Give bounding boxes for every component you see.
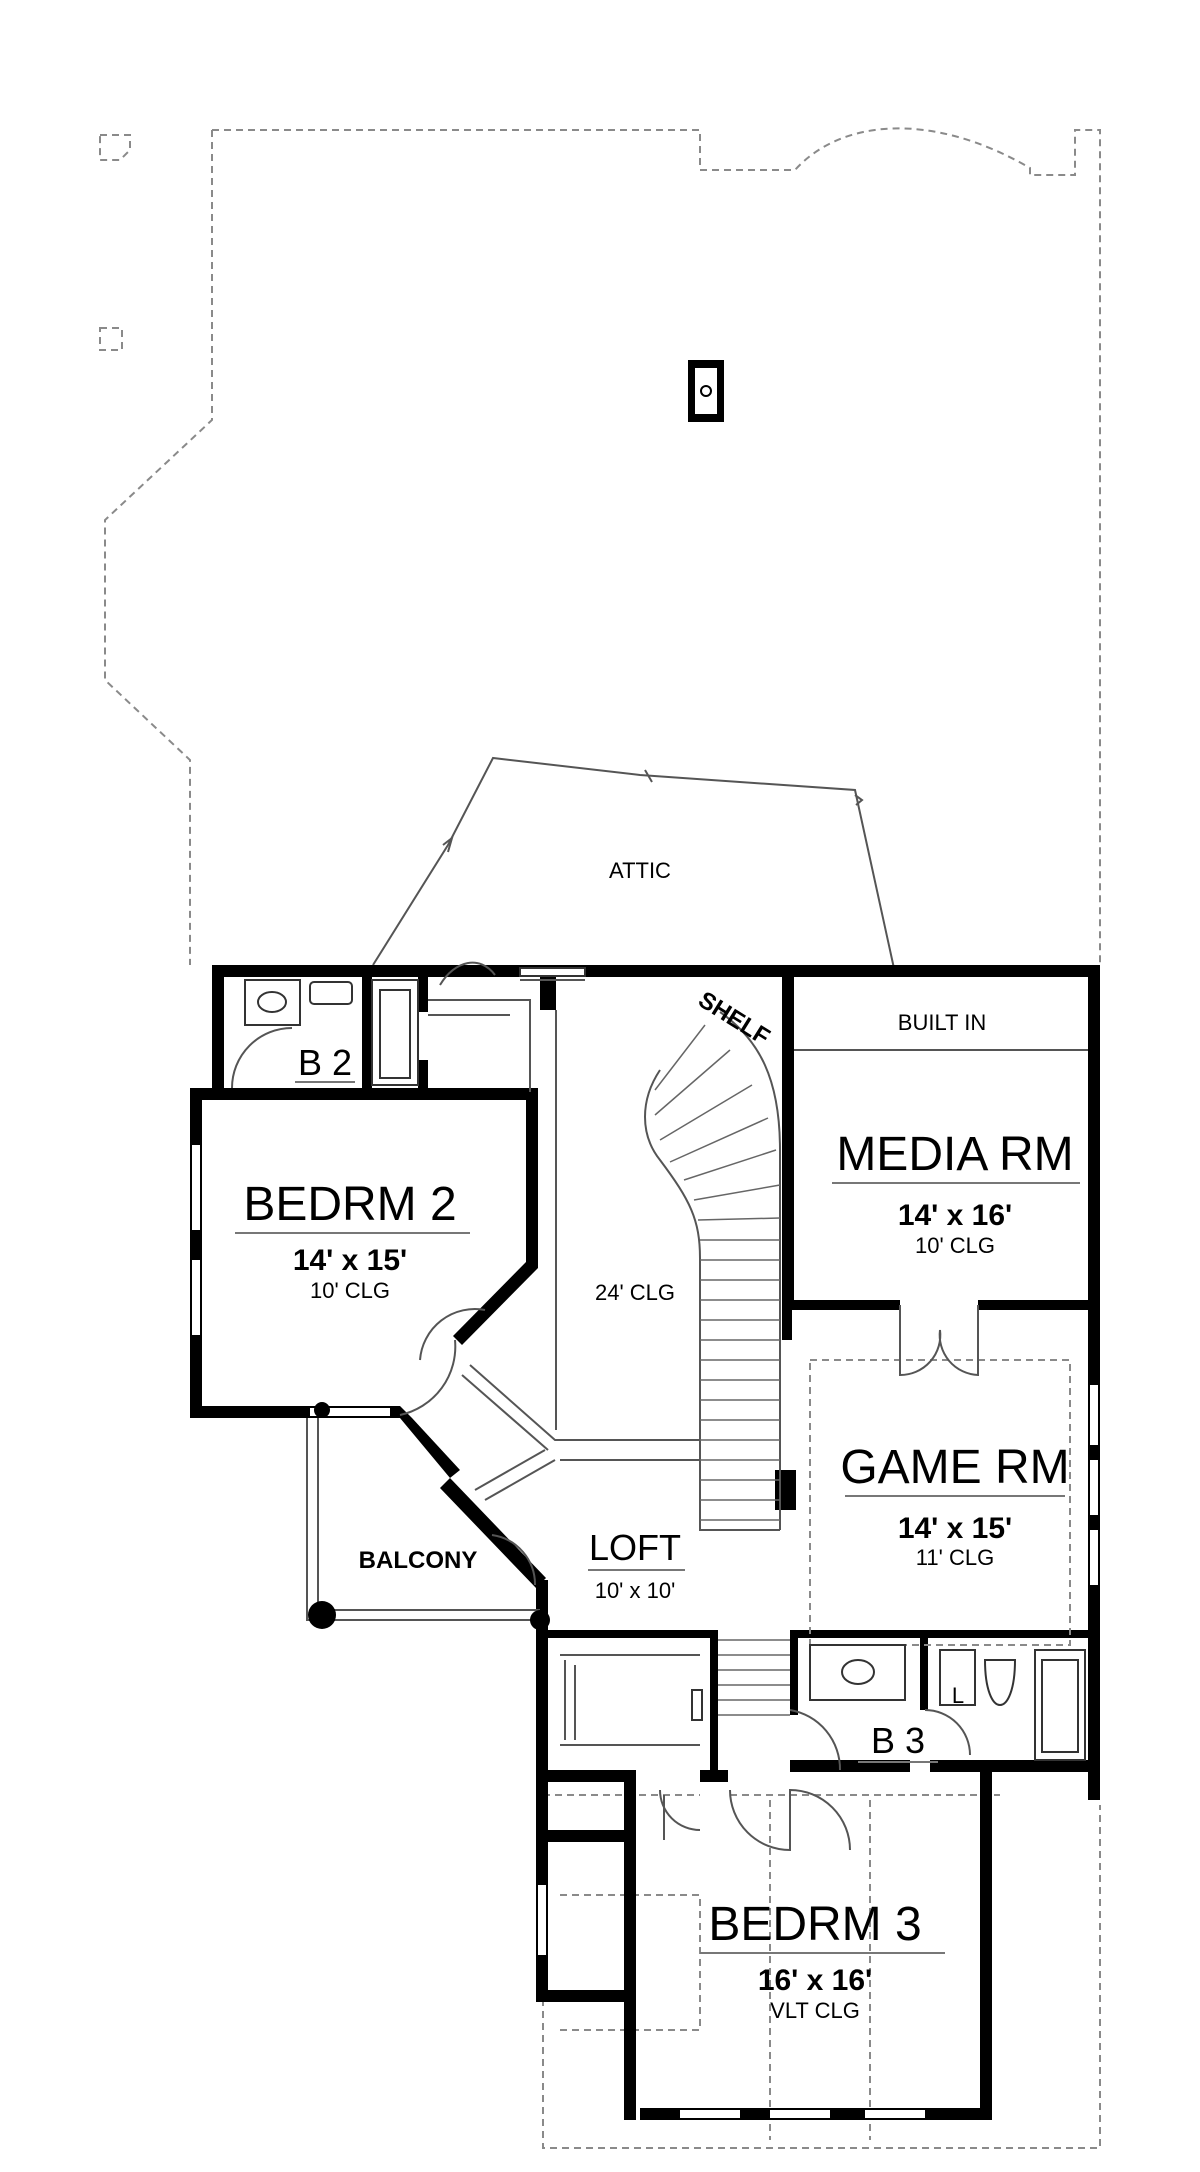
b2-label: B 2: [298, 1042, 352, 1083]
bedrm2-size: 14' x 15': [293, 1244, 407, 1277]
built-in-label: BUILT IN: [898, 1010, 986, 1035]
media-rm-size: 14' x 16': [898, 1199, 1012, 1232]
bedrm3-size: 16' x 16': [758, 1964, 872, 1997]
fixtures: [231, 961, 1088, 1852]
bedrm2-label: BEDRM 2: [243, 1178, 456, 1231]
bedrm2-ceiling: 10' CLG: [310, 1278, 390, 1303]
bedrm3-ceiling: VLT CLG: [770, 1998, 860, 2023]
attic-outline: [372, 756, 896, 974]
media-rm-label: MEDIA RM: [836, 1128, 1073, 1181]
roof-outline: [99, 127, 1101, 2149]
balcony-label: BALCONY: [359, 1547, 478, 1574]
b3-label: B 3: [871, 1720, 925, 1761]
stair-ceiling: 24' CLG: [595, 1280, 675, 1305]
attic-label: ATTIC: [609, 858, 671, 883]
loft-size: 10' x 10': [595, 1578, 676, 1603]
balcony-railing: [306, 1402, 550, 1630]
game-rm-label: GAME RM: [840, 1441, 1069, 1494]
bedrm3-label: BEDRM 3: [708, 1898, 921, 1951]
game-rm-ceiling: 11' CLG: [916, 1545, 994, 1570]
room-labels: ATTIC B 2 BEDRM 2 14' x 15' 10' CLG SHEL…: [235, 858, 1080, 2023]
walls: [190, 965, 1100, 2120]
media-rm-ceiling: 10' CLG: [915, 1233, 995, 1258]
vent-icon: [688, 360, 724, 422]
shelf-label: SHELF: [693, 986, 774, 1051]
game-rm-size: 14' x 15': [898, 1512, 1012, 1545]
loft-label: LOFT: [589, 1527, 681, 1568]
linen-label: L: [952, 1683, 964, 1708]
